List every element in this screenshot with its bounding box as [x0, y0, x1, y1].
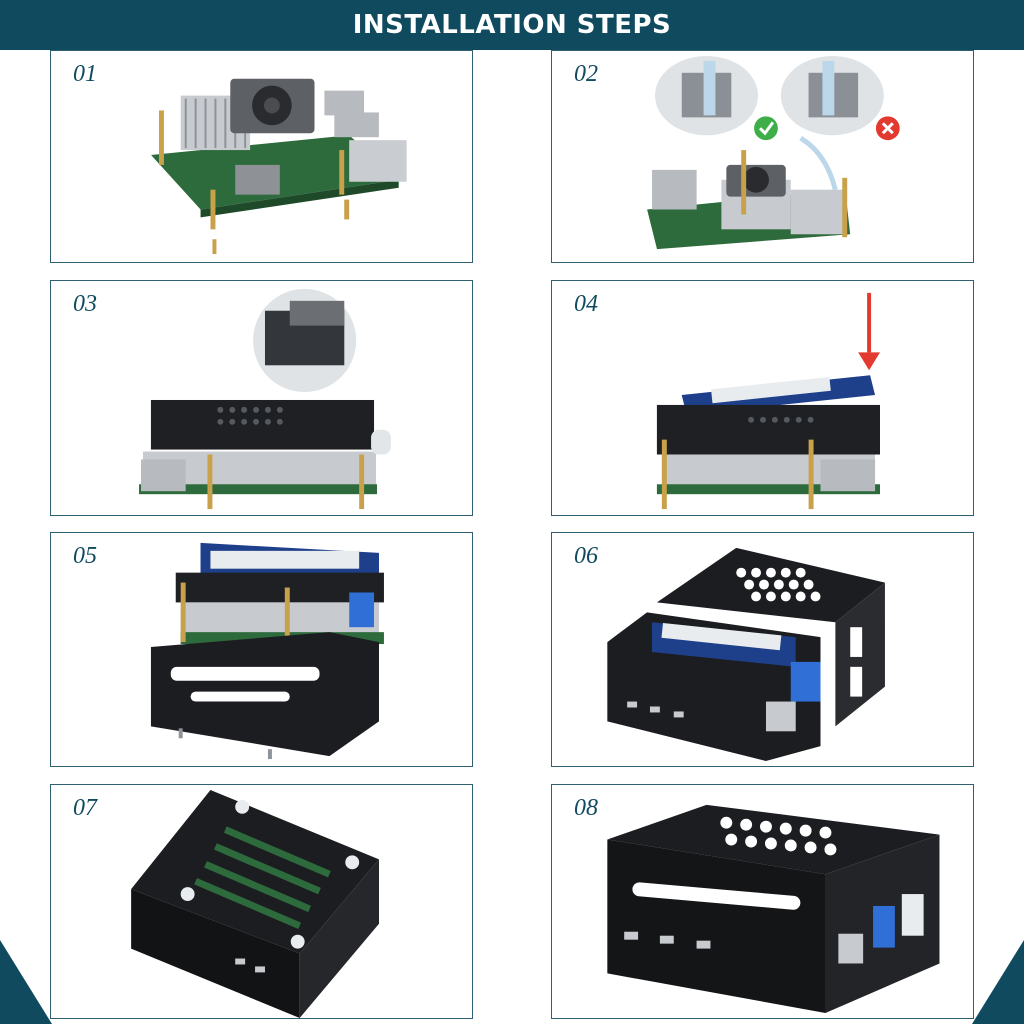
step-04-illustration [656, 292, 880, 510]
step-07-illustration [131, 789, 379, 1018]
insert-arrow-icon [858, 352, 880, 371]
correct-check-icon [754, 116, 778, 141]
step-04-panel: 04 [551, 280, 974, 516]
step-05-panel: 05 [50, 532, 473, 767]
corner-decoration-left [0, 940, 52, 1024]
step-number: 07 [73, 795, 97, 821]
step-02-panel: 02 [551, 50, 974, 263]
step-03-panel: 03 [50, 280, 473, 516]
step-01-illustration [151, 78, 407, 255]
step-08-panel: 08 [551, 784, 974, 1019]
step-07-panel: 07 [50, 784, 473, 1019]
corner-decoration-right [972, 940, 1024, 1024]
header-banner: INSTALLATION STEPS [0, 0, 1024, 50]
step-02-illustration [647, 55, 900, 250]
step-05-illustration [150, 542, 384, 760]
step-number: 02 [574, 61, 598, 87]
step-number: 06 [574, 543, 598, 569]
page-title: INSTALLATION STEPS [352, 10, 672, 40]
step-number: 03 [73, 291, 97, 317]
step-number: 08 [574, 795, 598, 821]
step-08-illustration [607, 804, 940, 1014]
step-06-illustration [607, 547, 885, 762]
step-number: 01 [73, 61, 97, 87]
step-03-illustration [139, 288, 391, 510]
step-number: 04 [574, 291, 598, 317]
step-number: 05 [73, 543, 97, 569]
step-01-panel: 01 [50, 50, 473, 263]
step-06-panel: 06 [551, 532, 974, 767]
